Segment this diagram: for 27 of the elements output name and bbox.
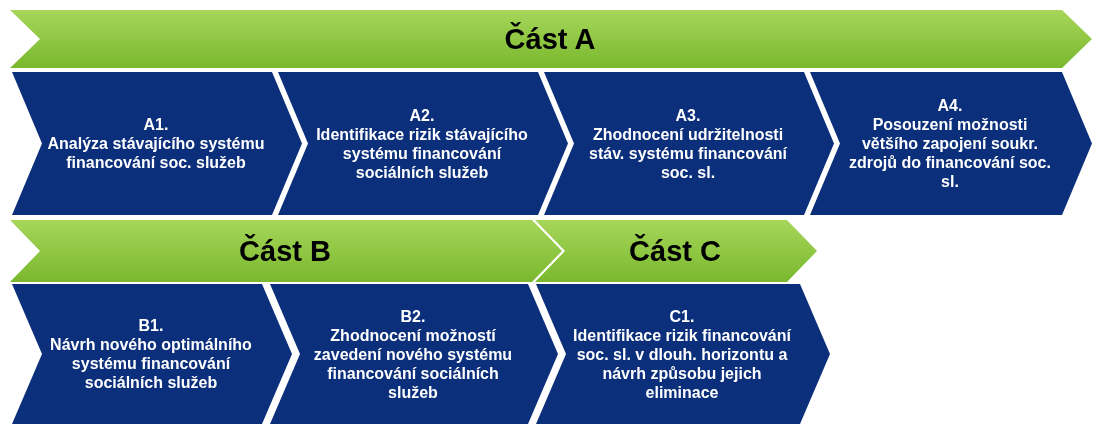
phase-title: Část B bbox=[239, 234, 331, 268]
step-number: C1. bbox=[669, 306, 695, 326]
step-description: Posouzení možnosti většího zapojení soukr. zdrojů do financování soc. sl. bbox=[848, 115, 1052, 191]
step-description: Zhodnocení udržitelnosti stáv. systému financování soc. sl. bbox=[588, 124, 788, 182]
phase-banner bbox=[535, 220, 817, 282]
step-panel bbox=[270, 284, 558, 424]
step-number: B1. bbox=[138, 316, 164, 335]
phase-title: Část A bbox=[504, 22, 596, 56]
step-panel bbox=[810, 72, 1092, 215]
step-description: Analýza stávajícího systému financování soc. služeb bbox=[46, 134, 266, 172]
step-number: B2. bbox=[400, 306, 426, 326]
step-panel bbox=[278, 72, 568, 215]
phase-banner bbox=[10, 10, 1092, 68]
step-description: Identifikace rizik financování soc. sl. v dlouh. horizontu a návrh způsobu jejich eliminace bbox=[572, 325, 792, 402]
step-number: A2. bbox=[409, 105, 435, 125]
step-panel bbox=[12, 284, 292, 424]
step-number: A4. bbox=[937, 96, 963, 115]
step-number: A1. bbox=[143, 115, 169, 134]
phase-title: Část C bbox=[629, 234, 721, 268]
step-panel bbox=[536, 284, 830, 424]
step-description: Zhodnocení možností zavedení nového systému financování sociálních služeb bbox=[312, 325, 514, 402]
step-description: Návrh nového optimálního systému financování sociálních služeb bbox=[49, 335, 253, 392]
step-description: Identifikace rizik stávajícího systému financování sociálních služeb bbox=[315, 124, 529, 182]
step-panel bbox=[12, 72, 302, 215]
step-panel bbox=[544, 72, 834, 215]
step-number: A3. bbox=[675, 105, 701, 125]
phase-banner bbox=[10, 220, 562, 282]
